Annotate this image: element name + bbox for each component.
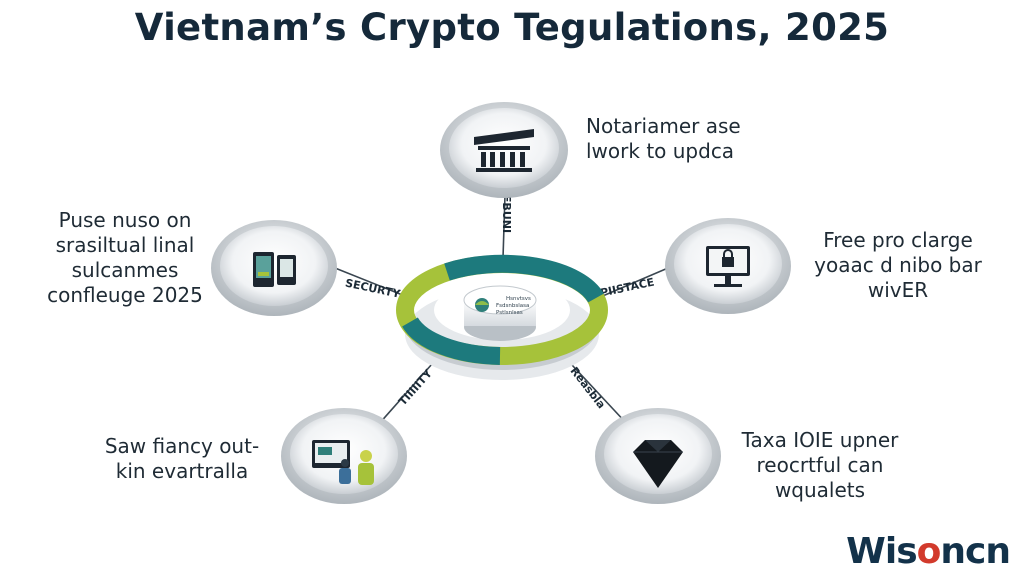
brand-suffix: ncn <box>940 531 1011 572</box>
caption-right-line-2: yoaac d nibo bar <box>814 253 982 277</box>
hub-text-line-2: Fsdsnbslasa <box>496 303 529 309</box>
hub-text-line-3: Pstlsnlsas <box>496 310 523 316</box>
spoke-label-bottom-left: TIIIIITY <box>396 366 435 408</box>
connector-left <box>334 267 411 299</box>
node-left <box>211 220 337 316</box>
connector-top <box>502 194 506 259</box>
page-title: Vietnam’s Crypto Tegulations, 2025 <box>134 6 890 49</box>
caption-left-line-1: Puse nuso on <box>58 208 192 232</box>
node-right <box>665 218 791 314</box>
caption-bottom-left-line-2: kin evartralla <box>115 459 249 483</box>
brand-accent: o <box>916 531 942 572</box>
brand-prefix: Wis <box>846 531 917 572</box>
caption-bottom-right: Taxa IOIE upner reocrtful can wqualets <box>730 428 910 503</box>
caption-left-line-2: srasiltual linal <box>55 233 195 257</box>
bank-building-icon <box>474 129 534 172</box>
hub-card: Hsnvtsvs Fsdsnbslasa Pstlsnlsas <box>463 285 537 341</box>
hub-text-line-1: Hsnvtsvs <box>506 296 531 302</box>
caption-bottom-left: Saw fiancy out- kin evartralla <box>92 434 272 484</box>
spoke-label-top: FBUNI <box>500 195 513 233</box>
caption-left: Puse nuso on srasiltual linal sulcanmes … <box>40 208 210 308</box>
connector-lines <box>334 194 669 426</box>
connector-bottom-left <box>377 363 433 426</box>
caption-top: Notariamer ase lwork to updca <box>586 114 741 164</box>
caption-bottom-right-line-1: Taxa IOIE upner <box>741 428 899 452</box>
spoke-label-left: SECURTY <box>344 276 402 301</box>
node-bottom-left <box>281 408 407 504</box>
diamond-icon <box>633 440 683 488</box>
caption-bottom-right-line-2: reocrtful can <box>756 453 884 477</box>
mobile-devices-icon <box>253 252 296 287</box>
spoke-label-bottom-right: Reasbla <box>568 365 608 412</box>
node-top <box>440 102 568 198</box>
caption-left-line-4: confleuge 2025 <box>47 283 203 307</box>
node-bottom-right <box>595 408 721 504</box>
people-laptop-icon <box>312 440 374 485</box>
caption-top-line-1: Notariamer ase <box>586 114 741 138</box>
connector-bottom-right <box>571 364 629 426</box>
caption-right: Free pro clarge yoaac d nibo bar wivER <box>798 228 998 303</box>
computer-lock-icon <box>706 246 750 287</box>
caption-right-line-1: Free pro clarge <box>823 228 973 252</box>
caption-top-line-2: lwork to updca <box>586 139 735 163</box>
caption-right-line-3: wivER <box>867 278 929 302</box>
spoke-label-right: PIISTACE <box>599 276 655 300</box>
connector-right <box>597 267 669 299</box>
caption-left-line-3: sulcanmes <box>71 258 179 282</box>
brand-logo: Wisoncn <box>846 531 1011 572</box>
caption-bottom-left-line-1: Saw fiancy out- <box>104 434 260 458</box>
caption-bottom-right-line-3: wqualets <box>774 478 866 502</box>
